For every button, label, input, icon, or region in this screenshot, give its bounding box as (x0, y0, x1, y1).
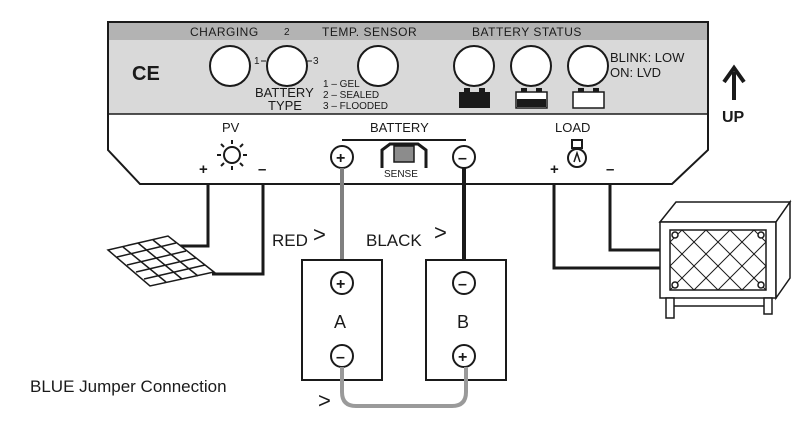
red-wire-label: RED (272, 231, 308, 250)
controller-battery-minus-symbol: – (458, 150, 467, 167)
battery-a: + A – (301, 259, 383, 381)
battery-empty-icon (572, 88, 605, 109)
charge-controller: CHARGING 2 TEMP. SENSOR BATTERY STATUS C… (107, 21, 709, 185)
battery-b-label: B (457, 312, 469, 332)
pv-wires (178, 184, 265, 276)
charging-led (209, 45, 251, 87)
solar-panel-icon (106, 235, 216, 287)
sun-icon (217, 140, 247, 170)
controller-battery-plus-symbol: + (336, 150, 345, 167)
temp-sensor-port (357, 45, 399, 87)
up-label: UP (722, 109, 745, 126)
controller-face-plate (109, 40, 707, 114)
load-minus-sign: – (606, 161, 614, 178)
light-bulb-icon (567, 139, 587, 168)
battery-a-label: A (334, 312, 346, 332)
battery-half-icon (515, 88, 548, 109)
selector-mark-1: 1 (254, 56, 260, 67)
battery-full-icon (459, 88, 490, 108)
battery-status-header: BATTERY STATUS (472, 25, 582, 39)
up-arrow-icon (722, 64, 746, 100)
red-wire-arrow: > (313, 222, 326, 247)
pv-minus-sign: – (258, 161, 266, 178)
black-wire-arrow: > (434, 220, 447, 245)
jumper-arrow: > (318, 388, 331, 413)
status-legend-on: ON: LVD (610, 65, 661, 80)
battery-b-plus-symbol: + (458, 349, 467, 366)
controller-header-band (109, 23, 707, 40)
ce-mark: CE (132, 63, 160, 85)
load-device-icon (658, 199, 792, 319)
battery-type-option-sealed: 2 – SEALED (323, 90, 379, 101)
battery-b-minus-symbol: – (458, 276, 467, 293)
charging-header: CHARGING (190, 25, 259, 39)
status-led-partial (510, 45, 552, 87)
pv-label: PV (222, 120, 240, 135)
status-legend-blink: BLINK: LOW (610, 50, 685, 65)
battery-type-label-line2: TYPE (268, 98, 302, 113)
battery-a-minus-symbol: – (336, 349, 345, 366)
temp-sensor-header: TEMP. SENSOR (322, 25, 417, 39)
battery-terminal-label: BATTERY (370, 120, 429, 135)
battery-type-selector-dial[interactable] (266, 45, 308, 87)
charging-position-label: 2 (284, 27, 290, 38)
battery-b: – B + (425, 259, 507, 381)
sense-label: SENSE (384, 169, 418, 180)
blue-jumper-wire (340, 367, 468, 408)
sense-connector (380, 142, 428, 168)
battery-a-plus-symbol: + (336, 276, 345, 293)
black-wire-label: BLACK (366, 231, 422, 250)
battery-b-negative-terminal[interactable] (452, 271, 476, 295)
battery-type-label-line1: BATTERY (255, 85, 314, 100)
load-plus-sign: + (550, 161, 559, 178)
jumper-label: BLUE Jumper Connection (30, 377, 227, 396)
status-led-low (567, 45, 609, 87)
battery-type-option-flooded: 3 – FLOODED (323, 101, 388, 112)
pv-plus-sign: + (199, 161, 208, 178)
load-wires (552, 184, 668, 270)
battery-a-positive-terminal[interactable] (330, 271, 354, 295)
status-led-full (453, 45, 495, 87)
selector-mark-3: 3 (313, 56, 319, 67)
load-label: LOAD (555, 120, 590, 135)
battery-type-option-gel: 1 – GEL (323, 79, 360, 90)
